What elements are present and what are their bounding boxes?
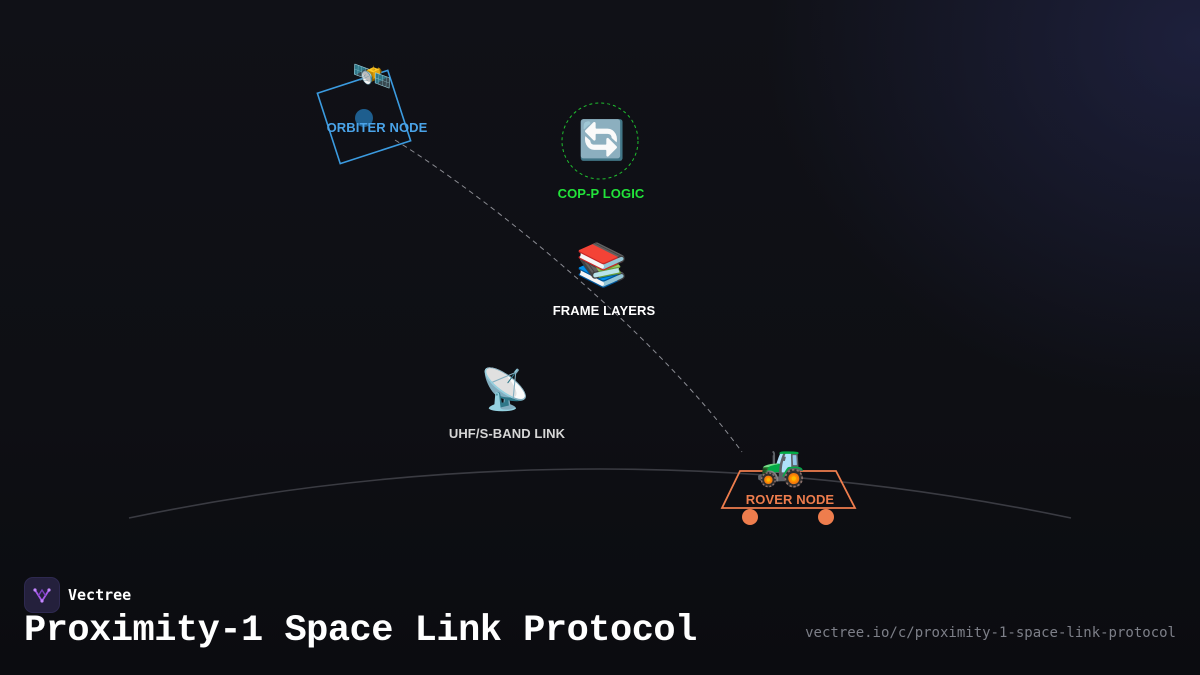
- rover-wheel-right: [818, 509, 834, 525]
- frame-layers-label: FRAME LAYERS: [552, 303, 656, 318]
- orbiter-node-label: ORBITER NODE: [326, 120, 428, 135]
- tractor-icon: 🚜: [756, 443, 806, 489]
- cop-p-logic-label: COP-P LOGIC: [557, 186, 645, 201]
- cop-p-ring: [561, 102, 639, 180]
- books-icon: 📚: [575, 240, 629, 289]
- satellite-icon: 🛰️: [352, 57, 392, 95]
- page-url: vectree.io/c/proximity-1-space-link-prot…: [805, 625, 1176, 641]
- link-path-line: [394, 139, 743, 453]
- rover-body: [720, 470, 857, 509]
- satellite-dish-icon: 📡: [480, 367, 530, 413]
- uhf-s-band-link-label: UHF/S-BAND LINK: [448, 426, 566, 441]
- orbiter-dot: [355, 109, 373, 127]
- planet-horizon-arc: [128, 468, 1072, 519]
- brand: Vectree: [24, 577, 131, 613]
- brand-name: Vectree: [68, 586, 132, 604]
- rover-wheel-left: [742, 509, 758, 525]
- cycle-arrows-icon: 🔄: [578, 118, 626, 162]
- vectree-logo-icon: [24, 577, 60, 613]
- rover-node-label: ROVER NODE: [745, 492, 835, 507]
- orbiter-body: [316, 69, 412, 165]
- page-title: Proximity-1 Space Link Protocol: [24, 610, 697, 652]
